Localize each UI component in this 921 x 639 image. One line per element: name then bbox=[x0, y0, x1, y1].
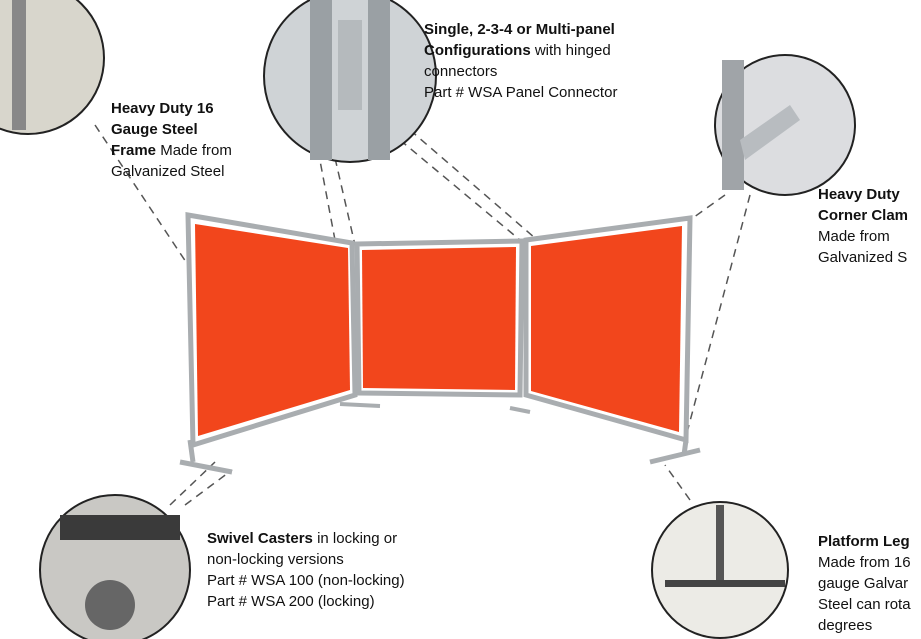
connector-title-2: Configurations bbox=[424, 42, 531, 59]
legs-desc-3: Steel can rota bbox=[818, 596, 911, 613]
frame-desc-1: Galvanized Steel bbox=[111, 163, 225, 180]
legs-title: Platform Leg bbox=[818, 533, 910, 550]
casters-desc-inline: in locking or bbox=[312, 530, 398, 547]
casters-title: Swivel Casters bbox=[207, 530, 313, 547]
corner-desc-2: Galvanized S bbox=[818, 249, 908, 266]
corner-title-2: Corner Clam bbox=[818, 207, 909, 224]
connector-desc-1: connectors bbox=[424, 63, 498, 80]
corner-callout: Heavy Duty Corner Clam Made from Galvani… bbox=[818, 184, 908, 268]
frame-title-1: Heavy Duty 16 bbox=[111, 100, 214, 117]
legs-desc-1: Made from 16 bbox=[818, 554, 911, 571]
casters-desc-3: Part # WSA 200 (locking) bbox=[207, 593, 375, 610]
corner-desc-1: Made from bbox=[818, 228, 890, 245]
casters-callout: Swivel Casters in locking or non-locking… bbox=[207, 528, 405, 612]
connector-desc-inline: with hinged bbox=[530, 42, 611, 59]
frame-title-3: Frame bbox=[111, 142, 157, 159]
legs-desc-2: gauge Galvar bbox=[818, 575, 909, 592]
detail-photos bbox=[0, 0, 856, 639]
connector-callout: Single, 2-3-4 or Multi-panel Configurati… bbox=[424, 19, 617, 103]
frame-desc-inline: Made from bbox=[156, 142, 232, 159]
frame-title-2: Gauge Steel bbox=[111, 121, 198, 138]
connector-desc-2: Part # WSA Panel Connector bbox=[424, 84, 618, 101]
casters-desc-2: Part # WSA 100 (non-locking) bbox=[207, 572, 405, 589]
casters-desc-1: non-locking versions bbox=[207, 551, 344, 568]
legs-callout: Platform Leg Made from 16 gauge Galvar S… bbox=[818, 531, 911, 636]
left-panel bbox=[179, 212, 358, 475]
legs-desc-4: degrees bbox=[818, 617, 873, 634]
callout-leader-lines bbox=[94, 124, 751, 506]
right-panel bbox=[523, 215, 701, 465]
frame-callout: Heavy Duty 16 Gauge Steel Frame Made fro… bbox=[111, 98, 232, 182]
connector-title-1: Single, 2-3-4 or Multi-panel bbox=[424, 21, 615, 38]
middle-panel bbox=[339, 238, 531, 414]
corner-title-1: Heavy Duty bbox=[818, 186, 900, 203]
